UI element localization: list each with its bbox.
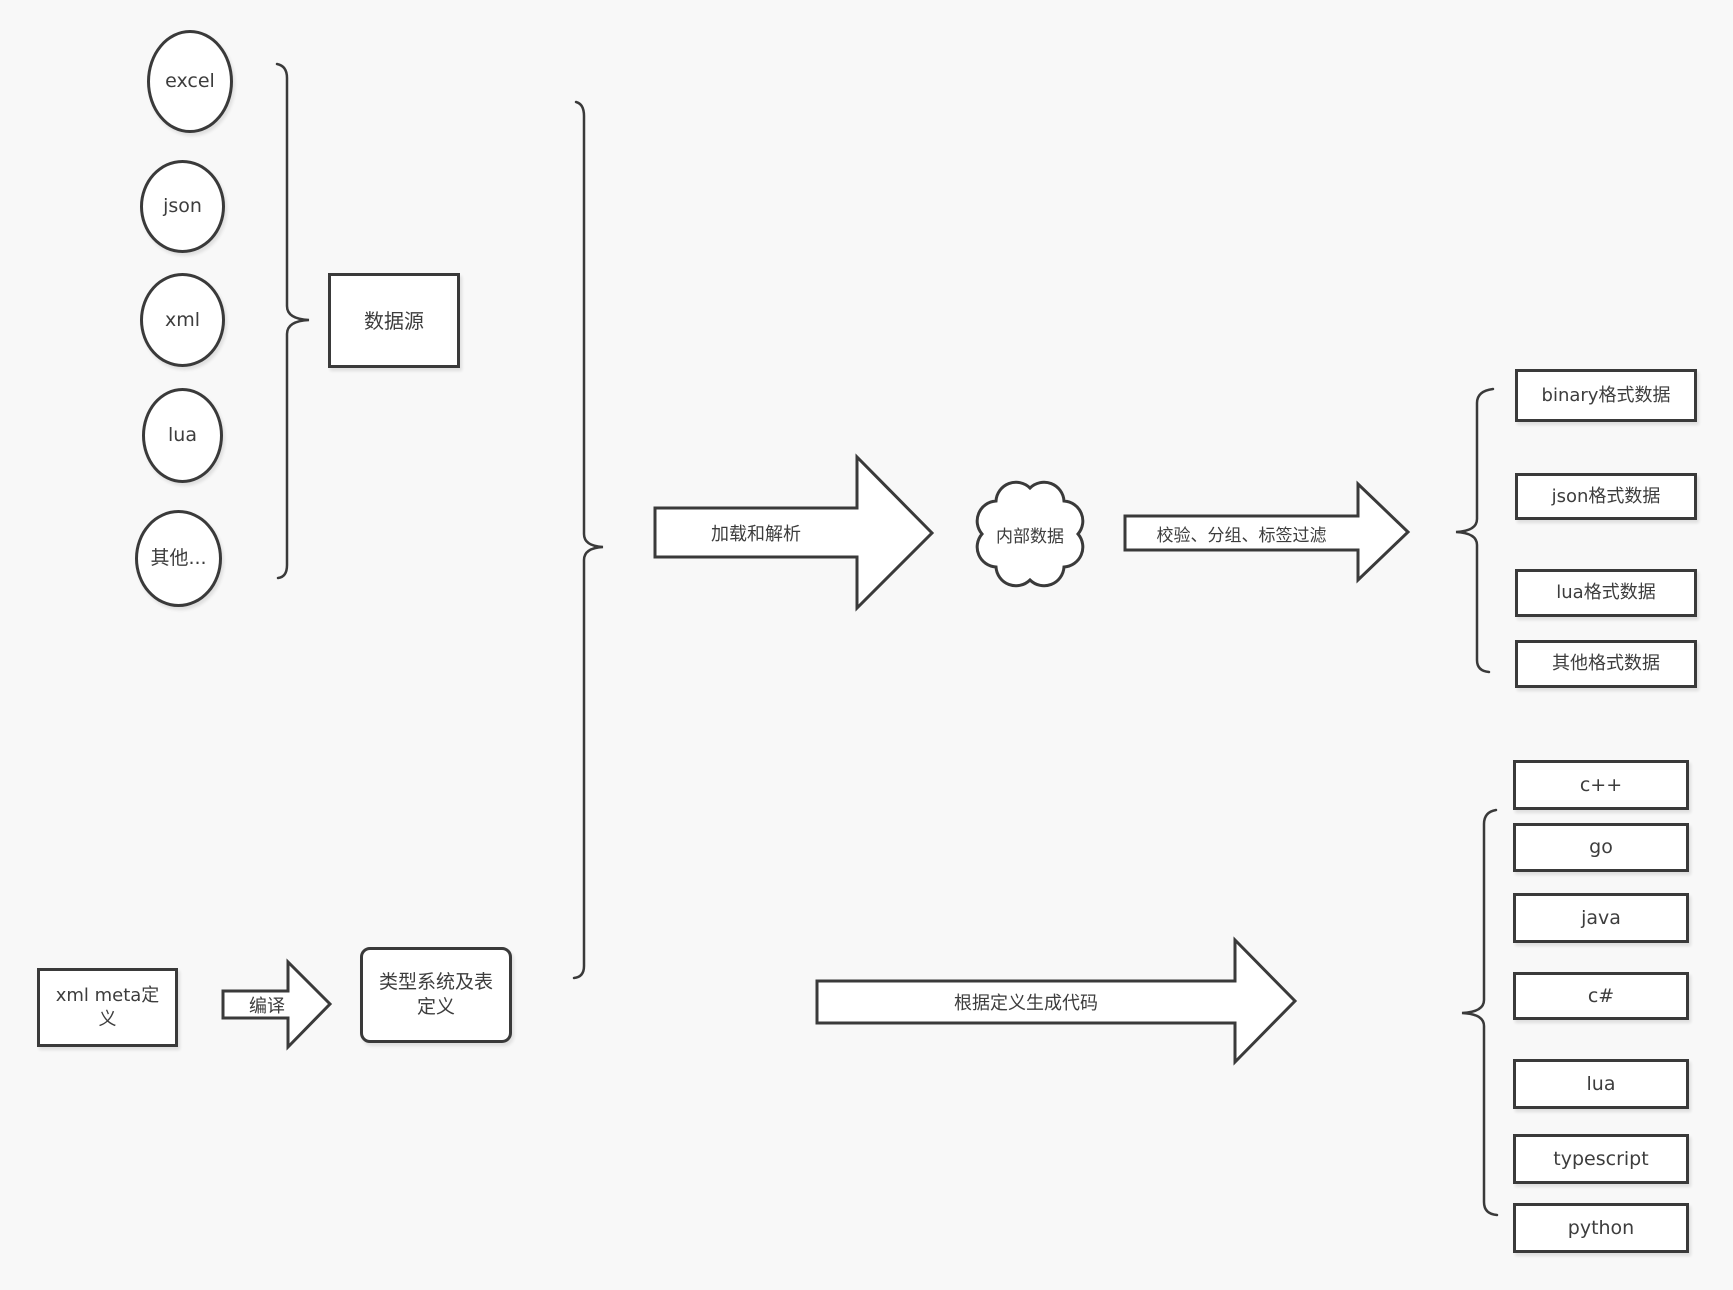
format-label: 其他格式数据	[1552, 653, 1660, 675]
language-label: lua	[1586, 1072, 1616, 1095]
load-parse-arrow	[653, 453, 935, 612]
source-label: 其他...	[150, 547, 207, 570]
source-label: excel	[165, 70, 215, 93]
language-label: c++	[1579, 773, 1623, 796]
type-system-label: 类型系统及表定义	[378, 971, 493, 1018]
format-label: json格式数据	[1551, 485, 1661, 507]
languages-group-brace	[1461, 808, 1499, 1217]
language-box-typescript: typescript	[1513, 1134, 1689, 1184]
language-box-java: java	[1513, 893, 1689, 943]
source-ellipse-other: 其他...	[135, 510, 222, 607]
language-box-csharp: c#	[1513, 972, 1689, 1020]
data-source-group-box: 数据源	[328, 273, 460, 368]
internal-data-cloud	[975, 480, 1085, 588]
language-label: python	[1567, 1216, 1635, 1239]
format-box-binary: binary格式数据	[1515, 369, 1697, 422]
language-box-go: go	[1513, 823, 1689, 872]
source-ellipse-lua: lua	[142, 388, 223, 483]
source-ellipse-xml: xml	[140, 273, 225, 367]
format-box-json: json格式数据	[1515, 473, 1697, 520]
language-label: java	[1581, 906, 1621, 929]
codegen-arrow	[815, 936, 1298, 1066]
source-ellipse-excel: excel	[147, 30, 233, 133]
language-label: c#	[1587, 984, 1615, 1007]
format-label: lua格式数据	[1556, 582, 1656, 604]
source-ellipse-json: json	[140, 160, 225, 253]
language-box-cpp: c++	[1513, 760, 1689, 810]
xml-meta-label: xml meta定义	[55, 985, 160, 1030]
format-box-lua: lua格式数据	[1515, 569, 1697, 617]
xml-meta-box: xml meta定义	[37, 968, 178, 1047]
compile-arrow	[221, 958, 333, 1051]
filter-arrow	[1123, 480, 1411, 584]
inputs-group-brace	[572, 100, 604, 980]
data-formats-group-brace	[1455, 387, 1495, 674]
language-label: typescript	[1553, 1147, 1649, 1170]
language-box-python: python	[1513, 1203, 1689, 1253]
format-label: binary格式数据	[1541, 384, 1671, 406]
sources-group-brace	[275, 62, 310, 580]
data-source-group-label: 数据源	[364, 308, 424, 333]
type-system-box: 类型系统及表定义	[360, 947, 512, 1043]
language-label: go	[1589, 836, 1613, 859]
format-box-other: 其他格式数据	[1515, 640, 1697, 688]
source-label: lua	[168, 424, 197, 447]
source-label: json	[163, 195, 202, 218]
language-box-lua: lua	[1513, 1059, 1689, 1109]
source-label: xml	[164, 308, 201, 331]
